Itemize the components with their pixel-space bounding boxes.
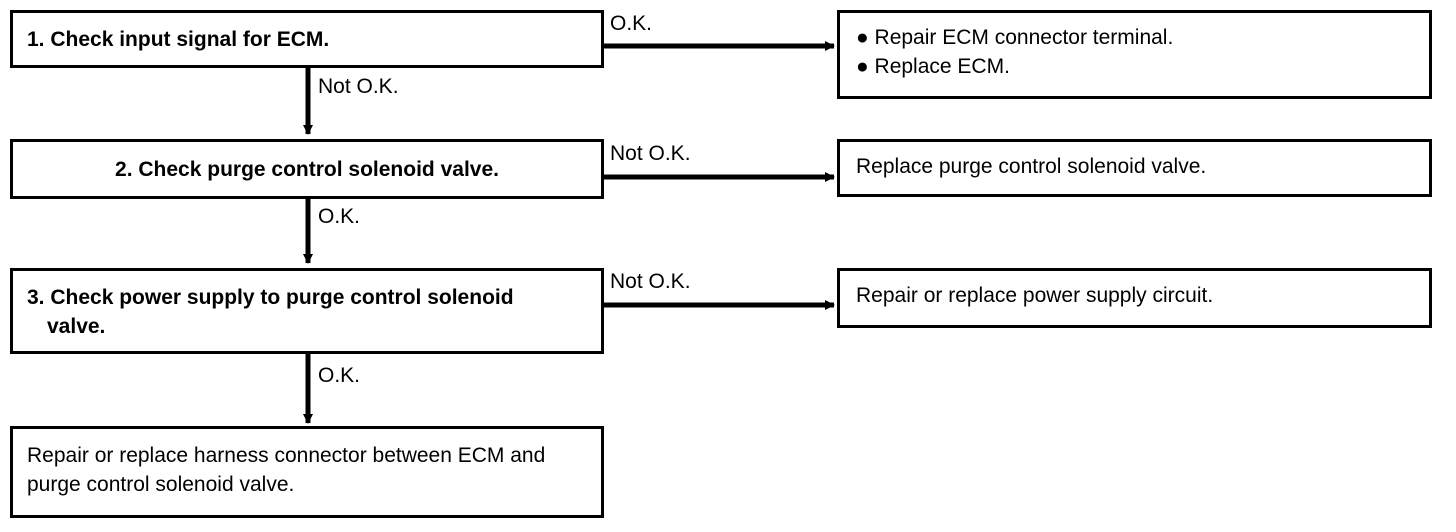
- step-3-text: 3. Check power supply to purge control s…: [27, 286, 514, 338]
- step-2-not-ok-label: Not O.K.: [610, 142, 691, 165]
- step-1-text: 1. Check input signal for ECM.: [27, 28, 330, 51]
- action-2-box: Replace purge control solenoid valve.: [837, 139, 1432, 197]
- step-3-box: 3. Check power supply to purge control s…: [10, 268, 604, 354]
- step-1-not-ok-label: Not O.K.: [318, 75, 399, 98]
- action-3-box: Repair or replace power supply circuit.: [837, 268, 1432, 328]
- action-3-text: Repair or replace power supply circuit.: [856, 284, 1214, 307]
- step-2-ok-label: O.K.: [318, 205, 361, 228]
- bullet-icon: ●: [856, 55, 869, 78]
- final-step-box: Repair or replace harness connector betw…: [10, 426, 604, 518]
- action-1-item-2: ● Replace ECM.: [856, 52, 1415, 81]
- step-1-ok-label: O.K.: [610, 12, 653, 35]
- step-1-box: 1. Check input signal for ECM.: [10, 10, 604, 68]
- action-1-item-2-text: Replace ECM.: [874, 55, 1010, 78]
- step-3-ok-label: O.K.: [318, 364, 361, 387]
- action-1-item-1-text: Repair ECM connector terminal.: [874, 26, 1174, 49]
- action-1-item-1: ● Repair ECM connector terminal.: [856, 23, 1415, 52]
- bullet-icon: ●: [856, 26, 869, 49]
- final-step-text: Repair or replace harness connector betw…: [27, 444, 546, 496]
- step-2-box: 2. Check purge control solenoid valve.: [10, 139, 604, 199]
- action-2-text: Replace purge control solenoid valve.: [856, 155, 1207, 178]
- step-2-text: 2. Check purge control solenoid valve.: [115, 158, 499, 181]
- action-1-box: ● Repair ECM connector terminal. ● Repla…: [837, 10, 1432, 99]
- step-3-not-ok-label: Not O.K.: [610, 270, 691, 293]
